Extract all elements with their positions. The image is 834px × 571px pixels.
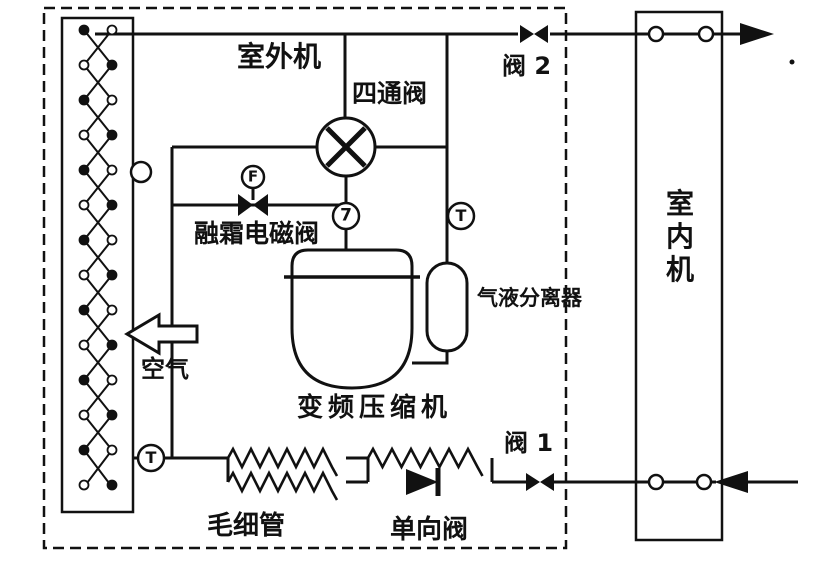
separator-symbol — [425, 261, 469, 353]
compressor-label: 变频压缩机 — [297, 393, 453, 423]
check-branch-zigzag — [366, 446, 484, 477]
coil-tube-dot — [78, 444, 90, 456]
coil-tube-dot — [106, 24, 118, 36]
defrost-solenoid-label: 融霜电磁阀 — [194, 219, 320, 248]
coil-tube-dot — [106, 59, 118, 71]
air-flow-arrow-icon — [124, 312, 199, 356]
defrost-solenoid-symbol — [238, 194, 268, 216]
coil-tube-dot — [106, 129, 118, 141]
flow-arrow-in-icon — [714, 471, 748, 493]
coil-tube-dot — [78, 94, 90, 106]
sensor-f-circle — [240, 164, 266, 190]
sensor-t-suction-circle — [446, 201, 476, 231]
coil-tube-dot — [78, 199, 90, 211]
check-valve-symbol — [406, 468, 441, 496]
compressor-body — [290, 248, 414, 390]
service-port-top-2 — [697, 25, 715, 43]
sensor-7-label: 7 — [340, 205, 352, 226]
coil-tube-dot — [78, 164, 90, 176]
coil-tube-dot — [106, 94, 118, 106]
coil-tube-dot — [106, 304, 118, 316]
coil-tube-dot — [106, 479, 118, 491]
outdoor-unit-boundary — [42, 6, 568, 550]
check-valve-label: 单向阀 — [390, 515, 469, 545]
air-label: 空气 — [141, 355, 189, 383]
coil-tube-dot — [78, 269, 90, 281]
coil-tube-dot — [78, 339, 90, 351]
coil-tube-dot — [78, 129, 90, 141]
coil-tube-dot — [78, 304, 90, 316]
gas-liquid-separator-label: 气液分离器 — [477, 286, 582, 310]
compressor-symbol — [284, 248, 420, 390]
coil-tube-dot — [106, 409, 118, 421]
capillary-zigzag-1 — [226, 446, 339, 477]
coil-tube-dot — [106, 374, 118, 386]
coil-tube-dot — [78, 59, 90, 71]
outdoor-unit-label: 室外机 — [237, 40, 322, 73]
service-port-top-1 — [647, 25, 665, 43]
capillary-label: 毛细管 — [207, 511, 286, 541]
pipe-separator-to-compressor — [412, 351, 449, 365]
sensor-t-coil-label: T — [145, 448, 157, 467]
outdoor-coil — [60, 16, 153, 514]
coil-tube-dot — [78, 24, 90, 36]
check-valve-triangle — [406, 469, 438, 495]
coil-tube-dot — [78, 374, 90, 386]
scan-artifact-dot — [789, 59, 795, 65]
valve1-label: 阀 1 — [504, 429, 554, 457]
coil-serpentine-b — [82, 29, 114, 488]
coil-tube-dot — [106, 164, 118, 176]
capillary-zigzag-2 — [226, 470, 339, 501]
coil-tube-dot — [78, 479, 90, 491]
coil-tube-dot — [106, 444, 118, 456]
four-way-valve-label: 四通阀 — [352, 79, 428, 108]
indoor-unit-label: 室内机 — [665, 187, 694, 287]
valve2-symbol — [520, 25, 548, 43]
indoor-unit-box — [634, 10, 724, 542]
service-port-bottom-1 — [647, 473, 665, 491]
coil-tube-dot — [78, 409, 90, 421]
sensor-t-suction-label: T — [455, 206, 467, 225]
sensor-t-coil-circle — [136, 443, 166, 473]
service-port-bottom-2 — [695, 473, 713, 491]
coil-tube-dots — [78, 24, 118, 491]
coil-tube-dot — [106, 234, 118, 246]
four-way-valve-cross — [325, 126, 367, 168]
sensor-f-label: F — [247, 167, 259, 186]
flow-arrow-out-icon — [740, 23, 774, 45]
four-way-valve-symbol — [315, 116, 377, 178]
valve1-symbol — [526, 473, 554, 491]
coil-tube-dot — [78, 234, 90, 246]
coil-tube-dot — [106, 199, 118, 211]
coil-frame — [60, 16, 135, 514]
coil-tube-dot — [106, 339, 118, 351]
valve2-label: 阀 2 — [502, 52, 552, 80]
sensor-7-circle — [331, 201, 361, 231]
coil-side-port — [129, 160, 153, 184]
coil-tube-dot — [106, 269, 118, 281]
